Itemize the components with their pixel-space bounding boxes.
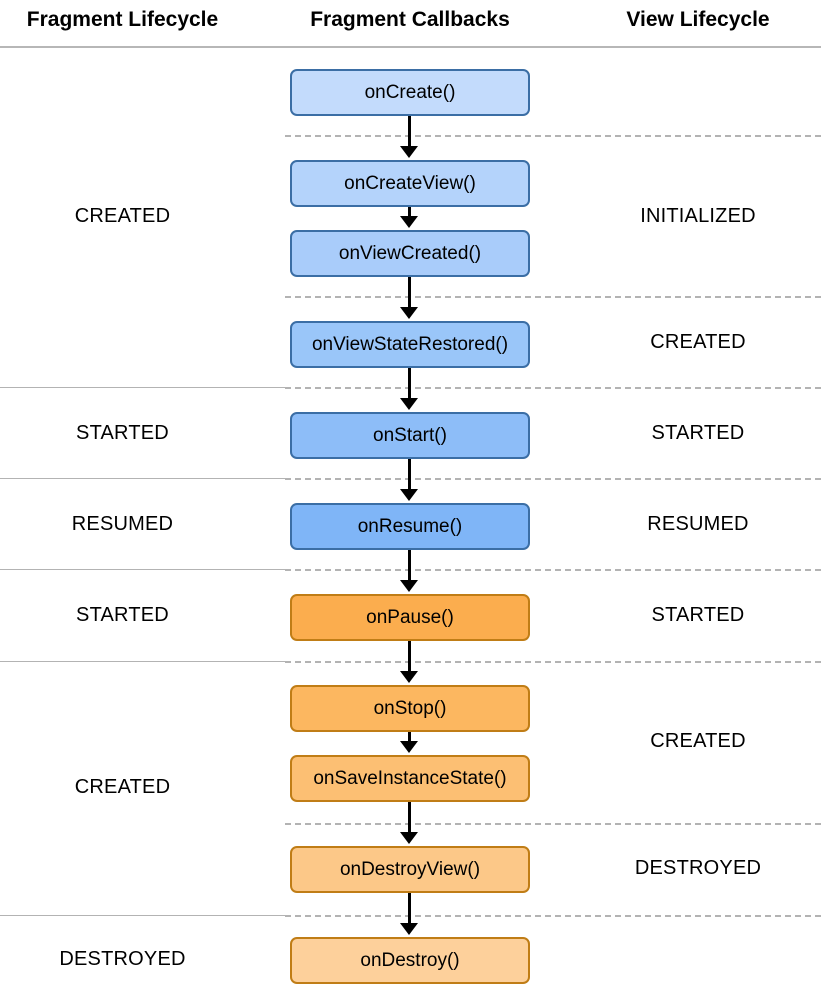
callback-box-onviewstaterestored[interactable]: onViewStateRestored()	[290, 321, 530, 368]
arrow-line-8	[408, 732, 411, 743]
callback-box-ondestroyview[interactable]: onDestroyView()	[290, 846, 530, 893]
header-divider	[0, 46, 821, 48]
arrow-head-7	[400, 671, 418, 683]
view-state-started-1: STARTED	[651, 422, 745, 444]
arrow-line-4	[408, 368, 411, 400]
separator-left-1	[0, 387, 285, 388]
arrow-head-3	[400, 307, 418, 319]
callback-box-onresume[interactable]: onResume()	[290, 503, 530, 550]
callback-box-oncreate[interactable]: onCreate()	[290, 69, 530, 116]
separator-right-1	[285, 135, 821, 137]
arrow-head-10	[400, 923, 418, 935]
view-state-created-2: CREATED	[650, 730, 746, 752]
callback-box-oncreateview[interactable]: onCreateView()	[290, 160, 530, 207]
view-state-resumed: RESUMED	[647, 513, 749, 535]
fragment-state-started-1: STARTED	[76, 422, 169, 444]
arrow-head-9	[400, 832, 418, 844]
arrow-line-3	[408, 277, 411, 309]
fragment-state-destroyed: DESTROYED	[59, 948, 186, 970]
callback-box-ondestroy[interactable]: onDestroy()	[290, 937, 530, 984]
callback-box-onsaveinstancestate[interactable]: onSaveInstanceState()	[290, 755, 530, 802]
arrow-head-1	[400, 146, 418, 158]
column-headers: Fragment Lifecycle Fragment Callbacks Vi…	[0, 0, 821, 47]
separator-right-2	[285, 296, 821, 298]
view-state-created-1: CREATED	[650, 331, 746, 353]
separator-right-8	[285, 915, 821, 917]
view-state-initialized: INITIALIZED	[640, 205, 756, 227]
separator-right-3	[285, 387, 821, 389]
callback-box-onviewcreated[interactable]: onViewCreated()	[290, 230, 530, 277]
column-header-view-lifecycle: View Lifecycle	[626, 8, 770, 31]
arrow-line-9	[408, 802, 411, 834]
column-header-fragment-callbacks: Fragment Callbacks	[310, 8, 510, 31]
arrow-head-5	[400, 489, 418, 501]
view-state-started-2: STARTED	[651, 604, 745, 626]
arrow-line-6	[408, 550, 411, 582]
callback-box-onstart[interactable]: onStart()	[290, 412, 530, 459]
separator-right-6	[285, 661, 821, 663]
arrow-line-7	[408, 641, 411, 673]
fragment-state-started-2: STARTED	[76, 604, 169, 626]
callback-box-onpause[interactable]: onPause()	[290, 594, 530, 641]
separator-left-5	[0, 915, 285, 916]
arrow-line-10	[408, 893, 411, 925]
separator-right-4	[285, 478, 821, 480]
arrow-head-2	[400, 216, 418, 228]
arrow-head-8	[400, 741, 418, 753]
separator-right-7	[285, 823, 821, 825]
arrow-line-5	[408, 459, 411, 491]
arrow-head-6	[400, 580, 418, 592]
arrow-head-4	[400, 398, 418, 410]
separator-left-3	[0, 569, 285, 570]
callback-box-onstop[interactable]: onStop()	[290, 685, 530, 732]
arrow-line-2	[408, 207, 411, 218]
separator-left-2	[0, 478, 285, 479]
separator-right-5	[285, 569, 821, 571]
view-state-destroyed: DESTROYED	[634, 857, 762, 879]
fragment-state-created-1: CREATED	[74, 205, 171, 227]
arrow-line-1	[408, 116, 411, 148]
fragment-state-resumed: RESUMED	[71, 513, 174, 535]
column-header-fragment-lifecycle: Fragment Lifecycle	[26, 8, 219, 31]
separator-left-4	[0, 661, 285, 662]
fragment-state-created-2: CREATED	[74, 776, 171, 798]
